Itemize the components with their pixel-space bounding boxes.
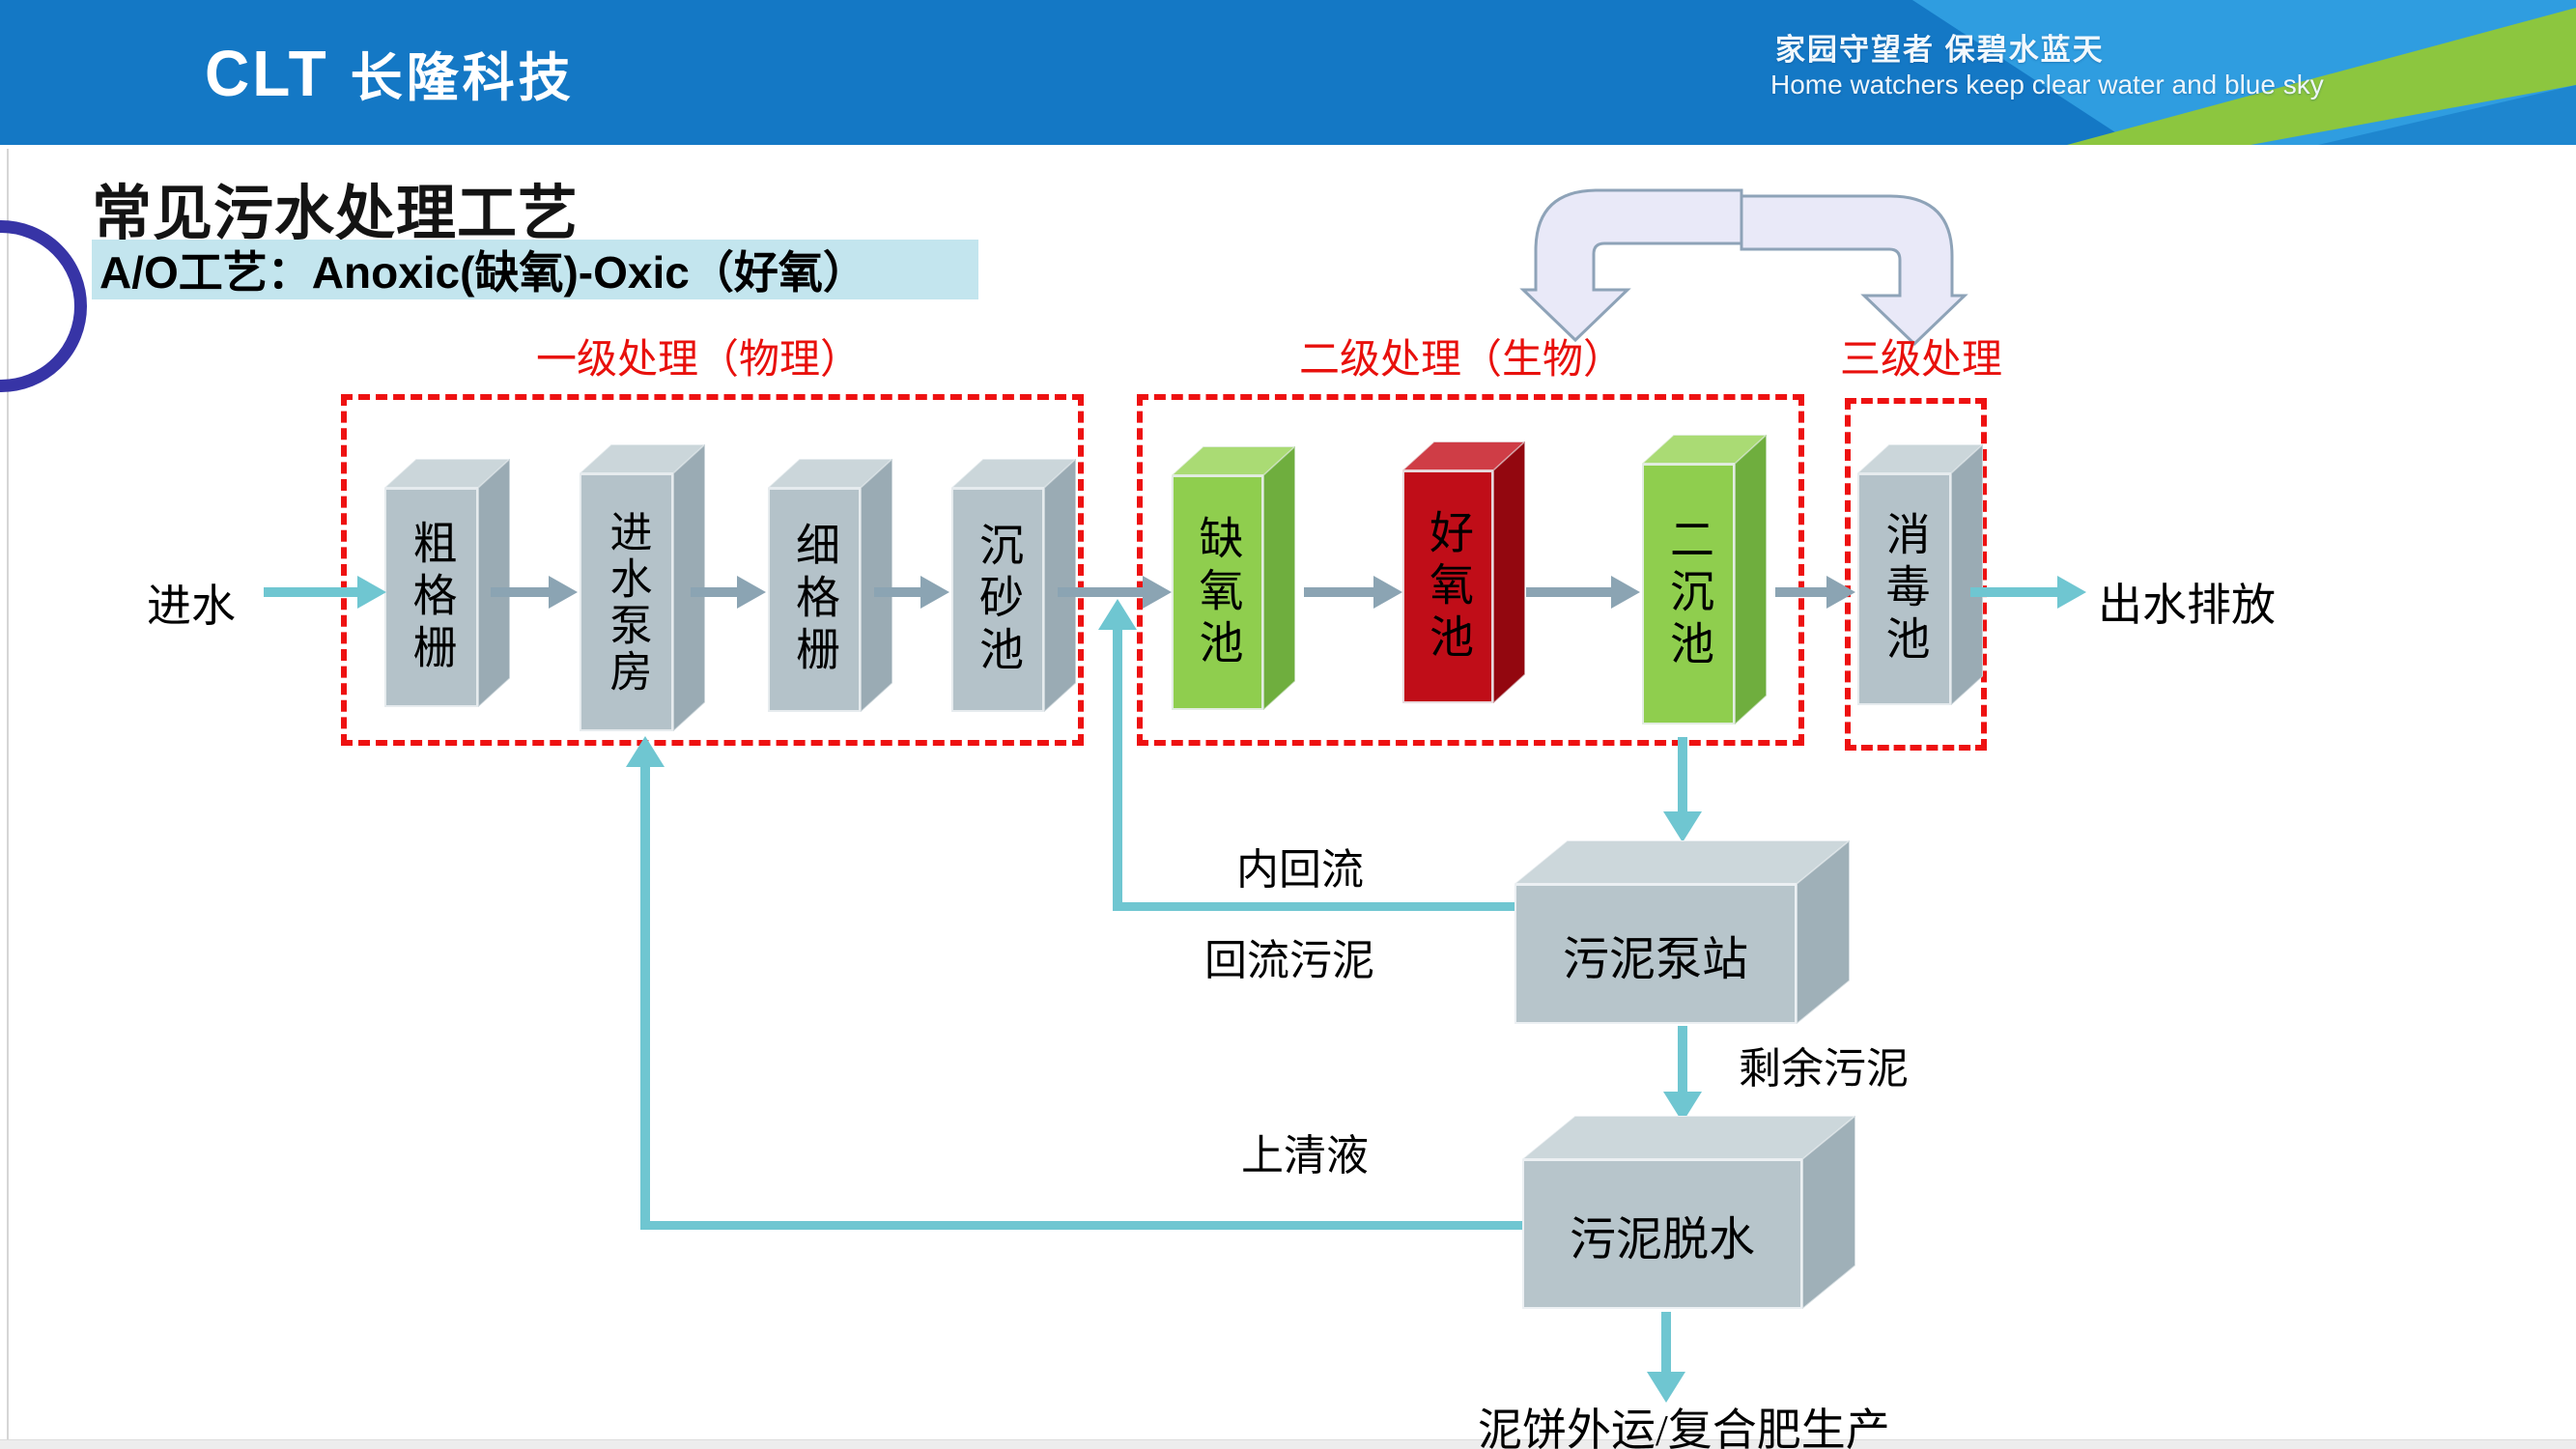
- arrow-clarifier-to-disinfection: [1775, 576, 1855, 609]
- tertiary-stage-frame: [1845, 398, 1987, 751]
- header-bar: CLT 长隆科技 家园守望者 保碧水蓝天 Home watchers keep …: [0, 0, 2576, 145]
- header-decoration: [1912, 0, 2576, 145]
- outlet-label: 出水排放: [2098, 581, 2276, 630]
- arrow-grit-to-anoxic: [1058, 576, 1172, 609]
- box-top-face: [1522, 1116, 1855, 1159]
- unit-label: 细格栅: [790, 522, 839, 678]
- header-deco-blue2: [2318, 85, 2576, 145]
- stage-label-tertiary: 三级处理: [1840, 338, 2003, 383]
- unit-label: 消毒池: [1880, 511, 1930, 668]
- stage-label-primary: 一级处理（物理）: [536, 338, 862, 383]
- sludge-pump-station-label: 污泥泵站: [1562, 933, 1748, 985]
- arrow-inlet: [264, 576, 386, 609]
- unit-label: 好氧池: [1424, 508, 1473, 666]
- unit-front-face: 好氧池: [1402, 470, 1493, 703]
- slogan-english: Home watchers keep clear water and blue …: [1770, 70, 2324, 99]
- primary-stage-frame: [341, 394, 1084, 746]
- header-deco-green: [2067, 8, 2576, 145]
- supernatant-label: 上清液: [1241, 1132, 1369, 1179]
- unit-label: 进水泵房: [603, 509, 651, 696]
- arrow-pump-to-fine: [691, 576, 766, 609]
- stage-label-secondary: 二级处理（生物）: [1299, 338, 1625, 383]
- unit-front-face: 二沉池: [1642, 464, 1735, 724]
- unit-side-face: [1735, 434, 1767, 724]
- logo-acronym: CLT: [205, 36, 329, 110]
- bent-arrow-left: [1519, 188, 1743, 343]
- subtitle-highlight: A/O工艺：Anoxic(缺氧)-Oxic（好氧）: [92, 240, 978, 299]
- unit-inlet-pump-house: 进水泵房: [580, 443, 705, 731]
- unit-side-face: [1263, 445, 1295, 710]
- arrow-fine-to-grit: [874, 576, 949, 609]
- unit-label: 缺氧池: [1193, 514, 1243, 671]
- unit-coarse-screen: 粗格栅: [384, 458, 510, 707]
- company-logo: CLT 长隆科技: [205, 35, 575, 111]
- unit-front-face: 粗格栅: [384, 488, 478, 707]
- arrow-pumpstation-to-dewatering: [1663, 1026, 1702, 1122]
- subtitle-text: A/O工艺：Anoxic(缺氧)-Oxic（好氧）: [99, 247, 867, 298]
- unit-secondary-clarifier: 二沉池: [1642, 434, 1767, 724]
- unit-front-face: 消毒池: [1857, 473, 1951, 705]
- footer-strip: [0, 1439, 2576, 1449]
- left-edge-line: [7, 149, 9, 1449]
- unit-front-face: 细格栅: [768, 488, 861, 712]
- unit-label: 沉砂池: [974, 522, 1023, 678]
- slogan-chinese: 家园守望者 保碧水蓝天: [1775, 33, 2105, 67]
- arrow-coarse-to-pump: [491, 576, 578, 609]
- arrow-oxic-to-clarifier: [1526, 576, 1640, 609]
- sludge-pump-station-box: 污泥泵站: [1514, 839, 1850, 1024]
- unit-fine-screen: 细格栅: [768, 458, 892, 712]
- unit-side-face: [1493, 440, 1525, 703]
- unit-front-face: 沉砂池: [951, 488, 1044, 712]
- arrow-dewatering-to-disposal: [1647, 1312, 1685, 1403]
- inlet-label: 进水: [147, 582, 236, 631]
- arrow-outlet: [1970, 576, 2086, 609]
- return-sludge-label: 回流污泥: [1204, 937, 1374, 984]
- secondary-stage-frame: [1137, 394, 1804, 746]
- unit-label: 粗格栅: [407, 519, 457, 676]
- sludge-dewatering-label: 污泥脱水: [1569, 1213, 1755, 1265]
- unit-grit-chamber: 沉砂池: [951, 458, 1076, 712]
- excess-sludge-label: 剩余污泥: [1739, 1045, 1909, 1093]
- page-title: 常见污水处理工艺: [92, 182, 580, 247]
- pipe-internal-reflux-horizontal: [1114, 902, 1514, 911]
- box-front-face: 污泥脱水: [1522, 1159, 1802, 1309]
- arrow-anoxic-to-oxic: [1304, 576, 1402, 609]
- sludge-dewatering-box: 污泥脱水: [1522, 1115, 1855, 1309]
- box-front-face: 污泥泵站: [1514, 884, 1797, 1024]
- logo-company-name: 长隆科技: [350, 49, 575, 107]
- arrow-supernatant-up: [626, 736, 665, 1230]
- arrow-clarifier-to-pumpstation: [1663, 737, 1702, 842]
- left-arc-decoration: [0, 220, 87, 392]
- bent-arrows-decoration: [1519, 188, 1968, 347]
- box-top-face: [1514, 840, 1850, 884]
- unit-front-face: 进水泵房: [580, 473, 673, 731]
- pipe-supernatant-horizontal: [641, 1221, 1522, 1230]
- disposal-label: 泥饼外运/复合肥生产: [1478, 1406, 1890, 1449]
- unit-anoxic-tank: 缺氧池: [1172, 445, 1295, 710]
- bent-arrow-right: [1740, 194, 1968, 347]
- arrow-internal-reflux-up: [1098, 599, 1137, 911]
- unit-label: 二沉池: [1664, 516, 1713, 672]
- unit-oxic-tank: 好氧池: [1402, 440, 1525, 703]
- unit-disinfection-tank: 消毒池: [1857, 443, 1983, 705]
- unit-side-face: [1951, 443, 1983, 705]
- internal-reflux-label: 内回流: [1236, 846, 1364, 894]
- unit-front-face: 缺氧池: [1172, 475, 1263, 710]
